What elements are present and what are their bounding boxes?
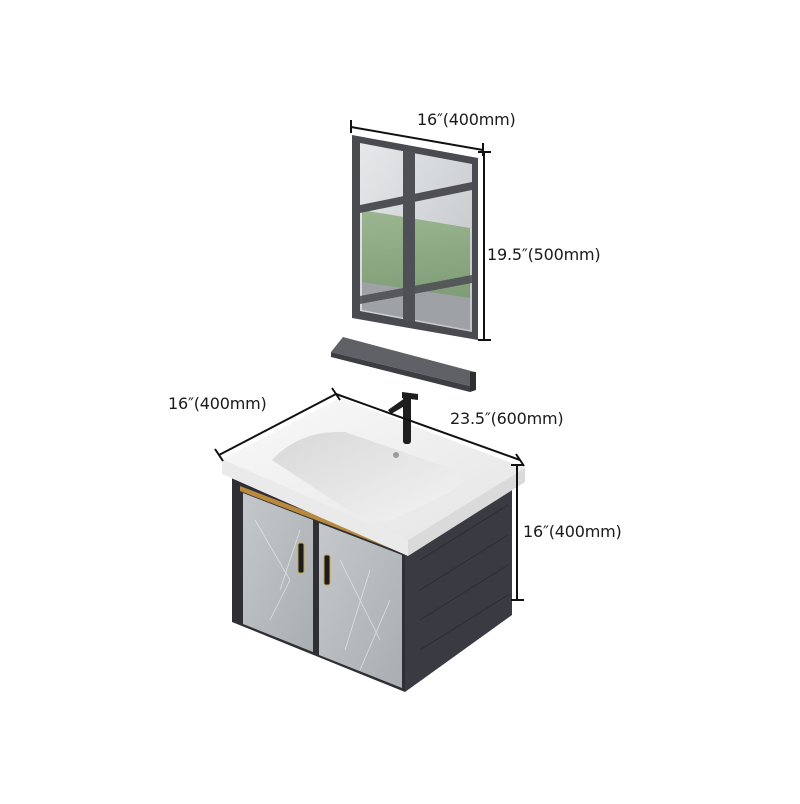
mirror-width-label: 16″(400mm) — [417, 110, 516, 129]
right-door-handle — [323, 554, 331, 586]
left-door — [243, 493, 313, 652]
cabinet-depth-label: 16″(400mm) — [168, 394, 267, 413]
cabinet-height-label: 16″(400mm) — [523, 522, 622, 541]
left-door-handle — [297, 542, 305, 574]
right-door — [319, 523, 402, 688]
faucet — [388, 392, 418, 444]
cabinet-width-label: 23.5″(600mm) — [450, 409, 564, 428]
mirror-height-label: 19.5″(500mm) — [487, 245, 601, 264]
dimension-lines — [214, 120, 525, 601]
basin — [222, 398, 525, 556]
shelf — [331, 337, 476, 392]
mirror — [352, 135, 478, 340]
